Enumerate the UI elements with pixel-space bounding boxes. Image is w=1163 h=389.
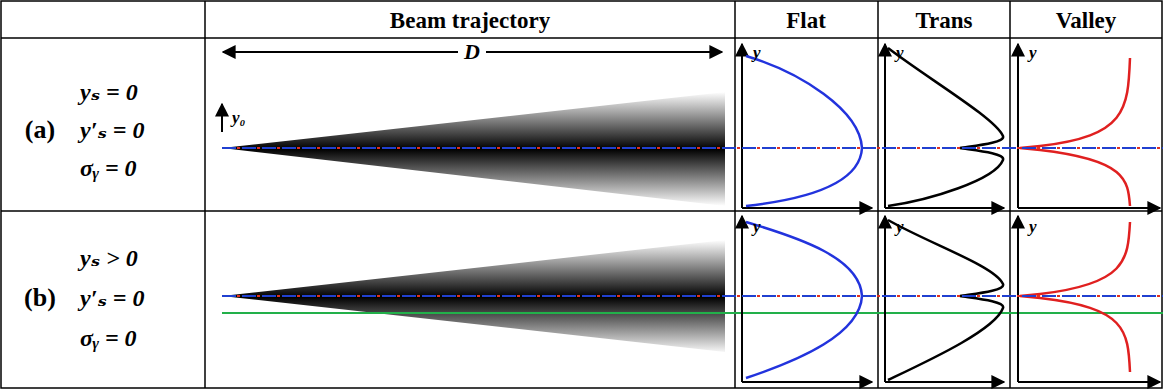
axis-label: y	[896, 218, 904, 235]
valley-profile	[1020, 58, 1130, 206]
beam-axis	[222, 295, 1163, 297]
offset-label: y₀	[232, 109, 245, 126]
axis-label: y	[1029, 218, 1037, 235]
dimension-label: D	[458, 41, 486, 63]
axis-label: y	[753, 44, 761, 61]
row-tag: (b)	[24, 285, 56, 311]
axis-label: y	[896, 44, 904, 61]
condition-text: σᵧ = 0	[80, 326, 137, 350]
column-header: Trans	[915, 9, 972, 32]
flat-profile	[746, 56, 862, 206]
column-header: Valley	[1056, 9, 1117, 32]
trans-profile	[888, 48, 1003, 206]
column-header: Flat	[786, 9, 826, 32]
offset-arrow	[221, 104, 223, 132]
beam-axis	[222, 295, 1163, 297]
condition-text: σᵧ = 0	[80, 156, 137, 180]
condition-text: yₛ = 0	[80, 80, 138, 104]
flat-profile	[746, 222, 862, 378]
axis-label: y	[1029, 44, 1037, 61]
beam-axis	[222, 147, 1163, 149]
reference-line	[222, 312, 1163, 314]
condition-text: y′ₛ = 0	[80, 286, 145, 310]
plot-axes	[742, 44, 1160, 382]
beam-axis	[222, 147, 1163, 149]
axis-label: y	[753, 218, 761, 235]
condition-text: y′ₛ = 0	[80, 118, 145, 142]
condition-text: yₛ > 0	[80, 246, 138, 270]
row-tag: (a)	[25, 117, 55, 143]
column-header: Beam trajectory	[390, 9, 550, 32]
trans-profile	[888, 220, 1003, 380]
